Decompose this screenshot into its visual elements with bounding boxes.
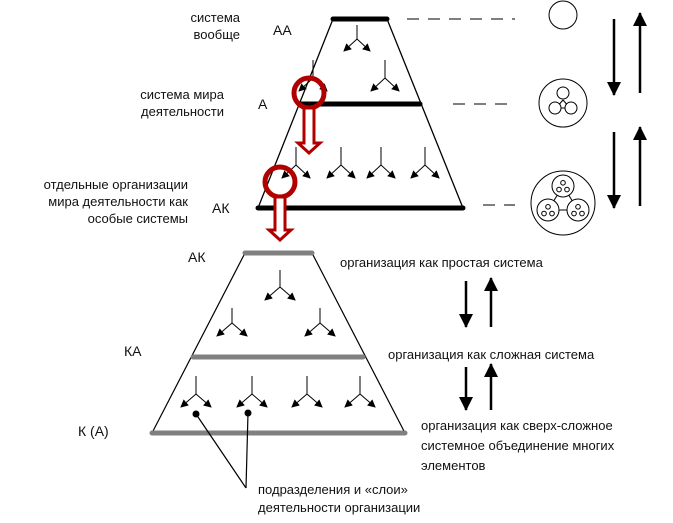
branch-arrows (180, 376, 212, 408)
label-subdivisions: подразделения и «слои»деятельности орган… (258, 482, 421, 515)
dashed-connectors (407, 18, 515, 206)
label-complex-system: организация как сложная система (388, 347, 595, 362)
level-code-a: А (258, 96, 268, 112)
bottom-pyramid (149, 250, 408, 489)
branch-arrows (326, 147, 356, 179)
branch-arrows (410, 147, 440, 179)
complex-system-circle (538, 78, 588, 128)
label-simple-system: организация как простая система (340, 255, 543, 270)
branch-arrows (264, 270, 296, 301)
branch-arrows (343, 25, 371, 52)
level-code-ka: КА (124, 343, 142, 359)
top-pyramid (255, 16, 466, 211)
highlight-zoom-arrow (262, 164, 298, 243)
level-code-ak-bottom: АК (188, 249, 206, 265)
level-code-ak: АК (212, 200, 230, 216)
level-code-aa: АА (273, 22, 292, 38)
branch-arrows (216, 308, 248, 337)
branch-arrows (370, 60, 400, 92)
branch-arrows (291, 376, 323, 408)
system-circles (530, 0, 596, 236)
super-complex-system-circle (530, 170, 596, 236)
level-transition-arrows (459, 12, 647, 411)
branch-arrows (304, 308, 336, 337)
level-code-k-a: К (А) (78, 423, 109, 439)
zoom-in-highlights (262, 75, 327, 243)
highlight-zoom-arrow (291, 75, 327, 156)
branch-arrows (236, 376, 268, 408)
branch-arrows (366, 147, 396, 179)
branch-arrows (344, 376, 376, 408)
simple-system-circle (548, 0, 578, 30)
